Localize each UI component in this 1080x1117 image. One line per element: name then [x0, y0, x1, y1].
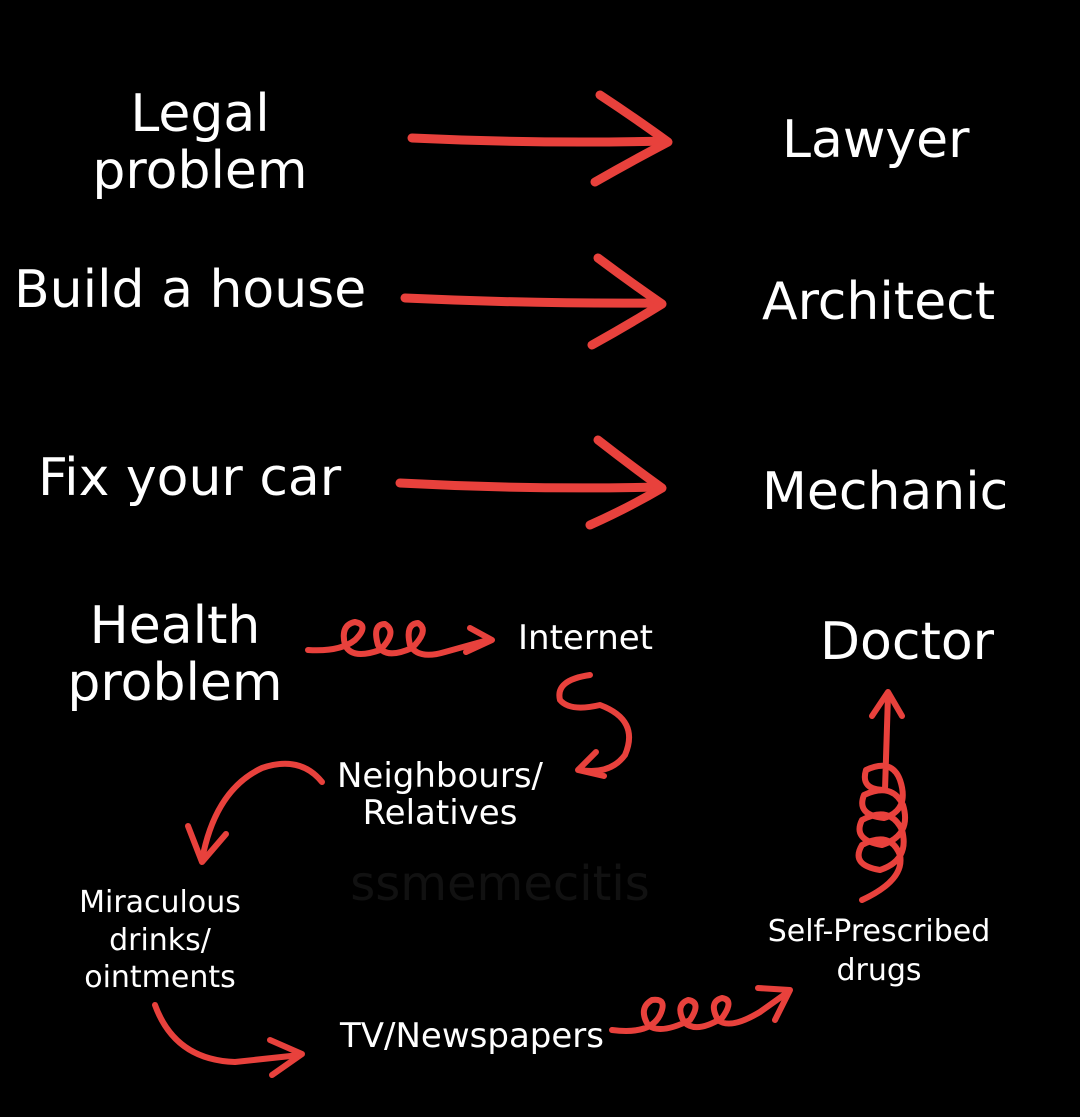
arrow-legal-to-lawyer	[407, 90, 673, 187]
arrow-house-to-architect	[400, 253, 667, 350]
problem-car: Fix your car	[38, 448, 342, 508]
step-tv-newspapers: TV/Newspapers	[340, 1016, 604, 1056]
solution-mechanic: Mechanic	[762, 462, 1009, 522]
step-neighbours: Neighbours/ Relatives	[336, 756, 543, 834]
watermark: ssmemecitis	[350, 856, 649, 912]
solution-doctor: Doctor	[820, 612, 995, 672]
arrow-neighbours-to-drinks	[185, 760, 325, 865]
arrow-drinks-to-tv	[152, 1002, 305, 1078]
arrow-car-to-mechanic	[395, 435, 667, 530]
arrow-internet-to-neighbours	[556, 672, 632, 779]
problem-legal: Legal problem	[92, 84, 308, 202]
arrow-health-to-internet	[305, 619, 495, 658]
solution-architect: Architect	[762, 272, 996, 332]
problem-health: Health problem	[67, 596, 283, 714]
arrow-drugs-to-doctor	[855, 689, 909, 903]
solution-lawyer: Lawyer	[782, 110, 970, 170]
step-self-prescribed-drugs: Self-Prescribed drugs	[767, 914, 991, 988]
problem-house: Build a house	[14, 260, 367, 320]
arrow-tv-to-drugs	[609, 985, 793, 1034]
step-drinks: Miraculous drinks/ ointments	[79, 885, 241, 995]
step-internet: Internet	[518, 618, 654, 658]
